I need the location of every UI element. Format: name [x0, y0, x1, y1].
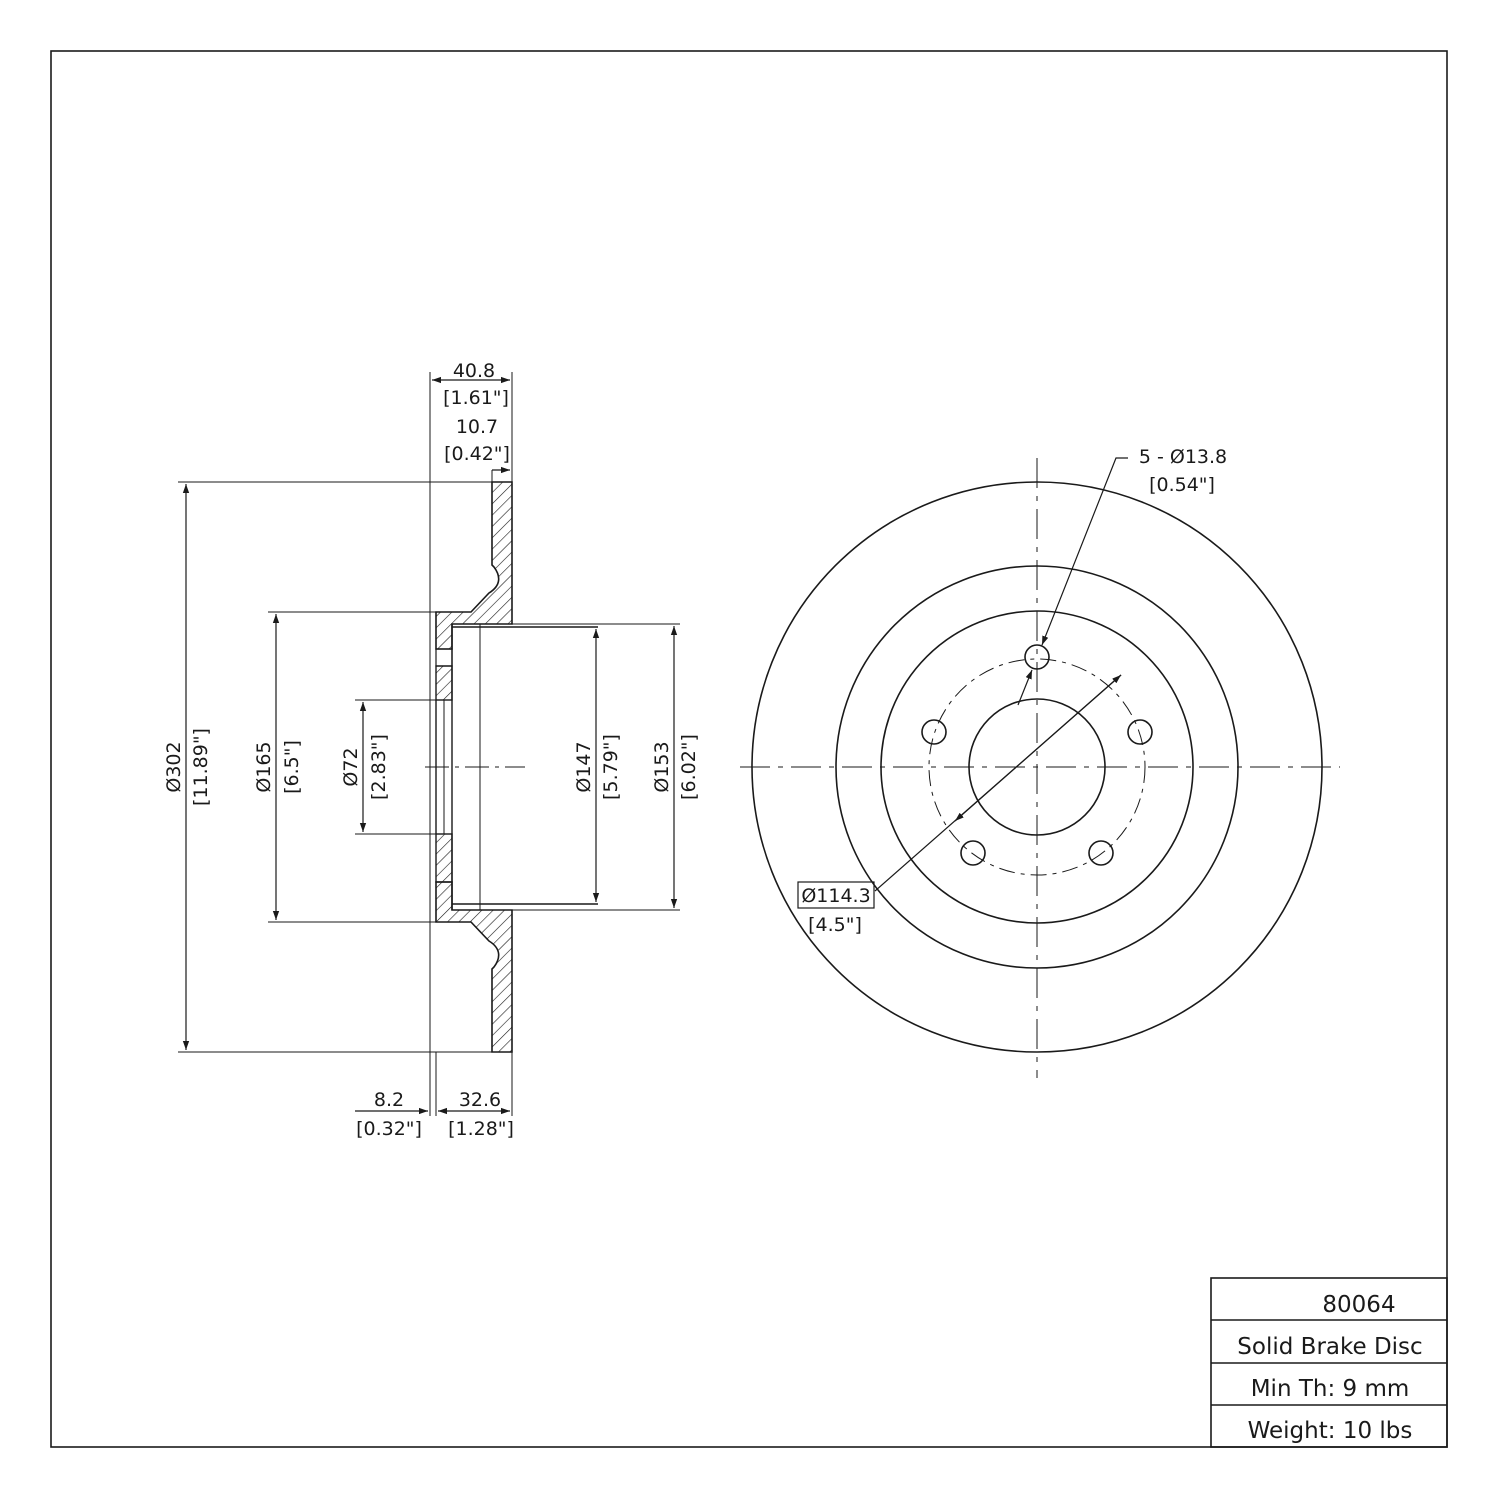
part-description: Solid Brake Disc [1237, 1334, 1422, 1360]
hat-outer-mm: Ø153 [651, 741, 673, 792]
lower-section [435, 881, 513, 1053]
part-number: 80064 [1322, 1292, 1395, 1318]
bolt-hole [1024, 644, 1050, 670]
bolt-circle-in: [4.5"] [808, 914, 862, 936]
center-bore-in: [2.83"] [368, 734, 390, 800]
drawing-border [50, 50, 1448, 1448]
inner-hat-in: [5.79"] [600, 734, 622, 800]
stud-hole [435, 648, 453, 667]
bolt-circle-box [797, 881, 875, 909]
hat-depth-in: [1.28"] [448, 1118, 514, 1140]
bolt-hole [960, 840, 986, 866]
upper-section [435, 481, 513, 650]
center-bore-circle [968, 698, 1106, 836]
overall-width-in: [1.61"] [443, 387, 509, 409]
side-section-view: 40.8 [1.61"] 10.7 [0.42"] 8.2 [0.32"] 32… [163, 360, 700, 1140]
bolt-hole-leader [1041, 457, 1128, 646]
min-thickness: Min Th: 9 mm [1251, 1376, 1410, 1402]
hat-depth-mm: 32.6 [459, 1089, 501, 1111]
overall-width-mm: 40.8 [453, 360, 495, 382]
hat-offset-in: [0.32"] [356, 1118, 422, 1140]
flange-upper [435, 665, 453, 701]
hat-circle [880, 610, 1194, 924]
disc-thickness-in: [0.42"] [444, 443, 510, 465]
flange-lower [435, 833, 453, 883]
inner-hat-mm: Ø147 [573, 741, 595, 792]
hat-diameter-mm: Ø165 [253, 741, 275, 792]
bolt-hole [921, 719, 947, 745]
front-view: 5 - Ø13.8 [0.54"] Ø114.3 [4.5"] [740, 446, 1340, 1078]
title-block: 80064 Solid Brake Disc Min Th: 9 mm Weig… [1210, 1277, 1448, 1448]
outer-diameter-in: [11.89"] [190, 728, 212, 806]
disc-outer-circle [751, 481, 1323, 1053]
bolt-holes-in: [0.54"] [1149, 474, 1215, 496]
outer-diameter-mm: Ø302 [163, 741, 185, 792]
bolt-hole [1088, 840, 1114, 866]
hat-outer-in: [6.02"] [678, 734, 700, 800]
center-bore-mm: Ø72 [340, 747, 362, 786]
hat-offset-mm: 8.2 [374, 1089, 404, 1111]
bolt-holes-mm: 5 - Ø13.8 [1139, 446, 1227, 468]
bolt-hole [1127, 719, 1153, 745]
bolt-circle [928, 658, 1146, 876]
disc-thickness-mm: 10.7 [456, 416, 498, 438]
bolt-circle-mm: Ø114.3 [801, 885, 870, 907]
hat-diameter-in: [6.5"] [281, 740, 303, 794]
friction-inner-circle [835, 565, 1239, 969]
weight: Weight: 10 lbs [1248, 1418, 1413, 1444]
